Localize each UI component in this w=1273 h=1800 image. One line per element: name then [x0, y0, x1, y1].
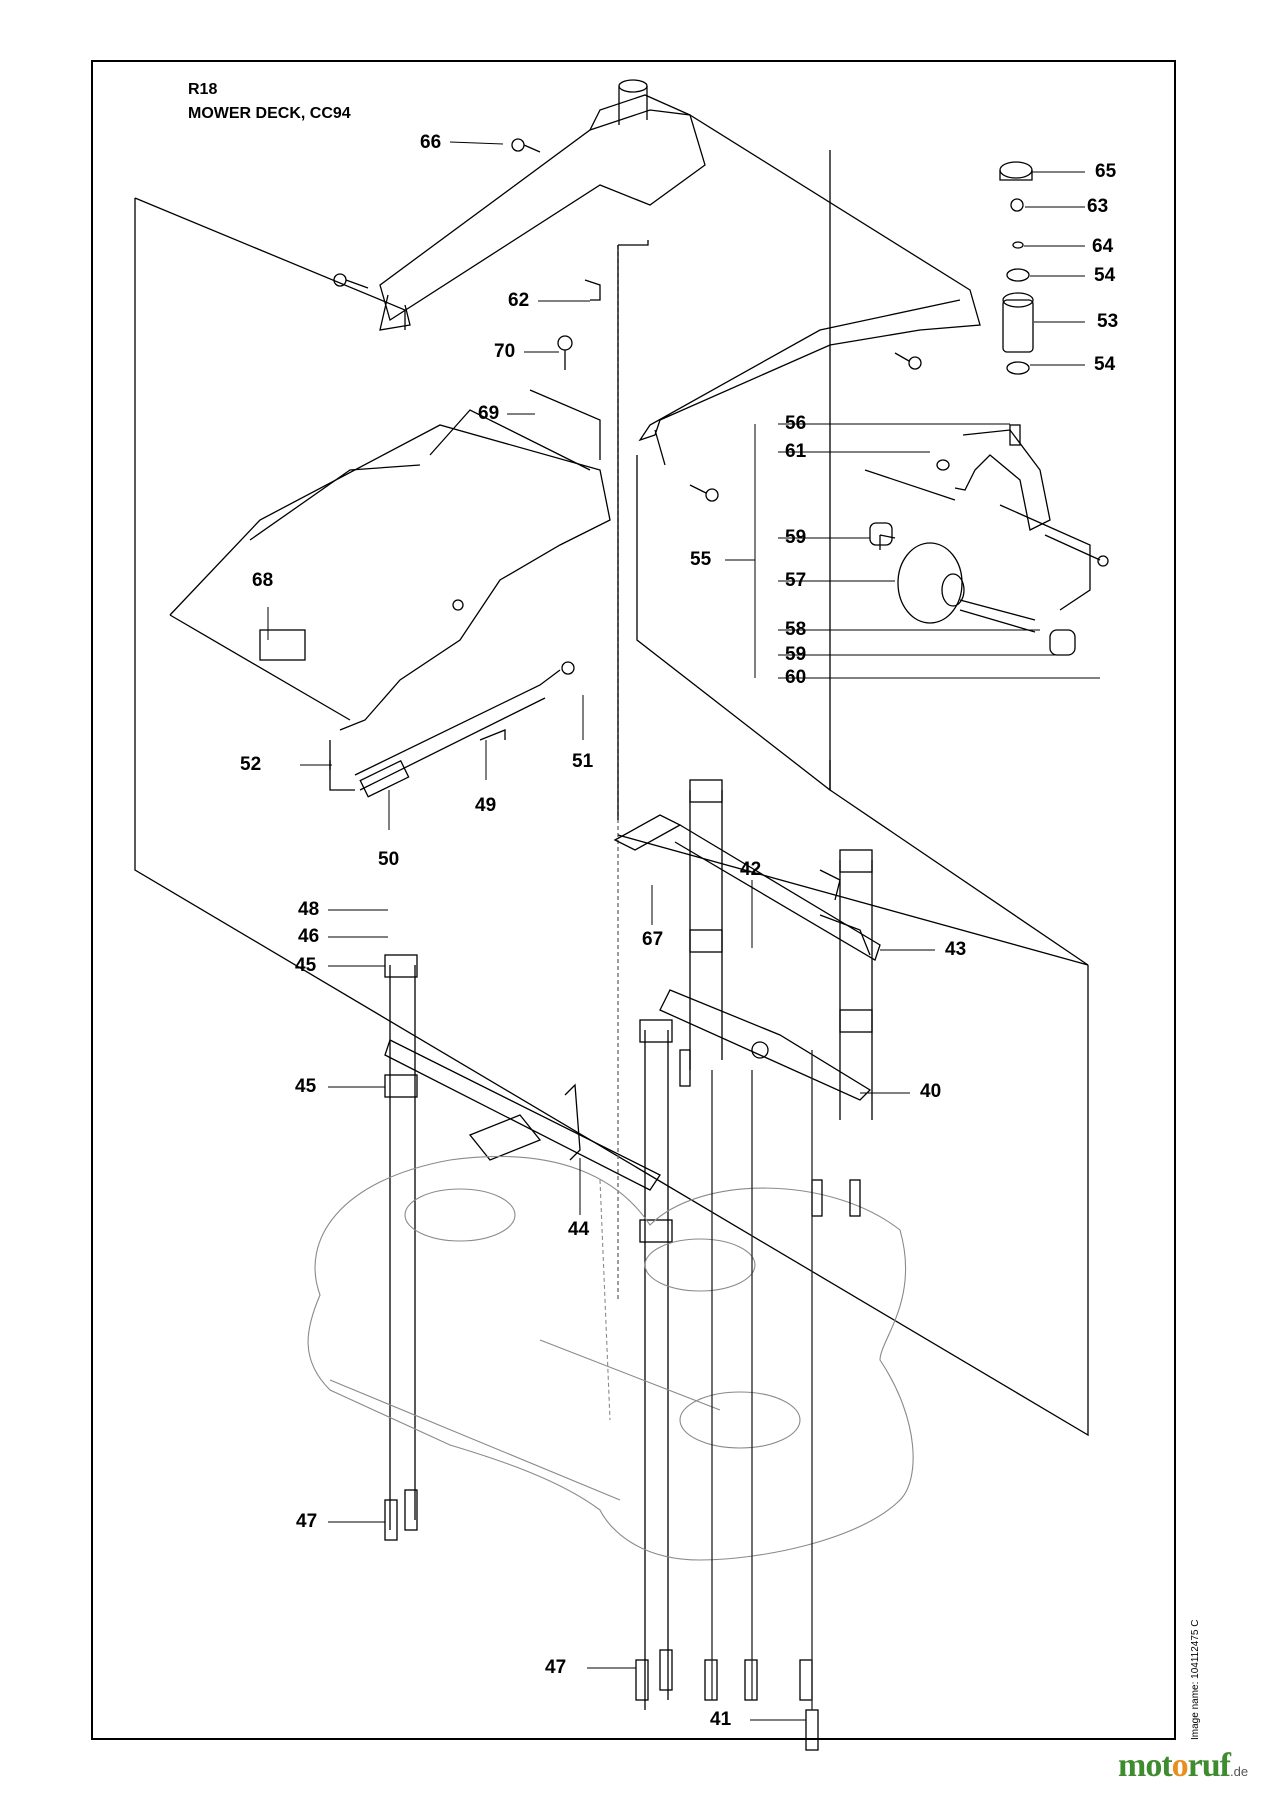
- hardware-parts: [333, 138, 1034, 502]
- brand-o: o: [1171, 1747, 1189, 1784]
- part-label-61: 61: [785, 441, 807, 462]
- part-label-55: 55: [690, 549, 712, 570]
- part-label-44: 44: [568, 1219, 590, 1240]
- brand-suffix: ruf: [1187, 1747, 1231, 1784]
- part-label-43: 43: [945, 939, 967, 960]
- part-label-66: 66: [420, 132, 442, 153]
- brand-prefix: mot: [1118, 1747, 1173, 1784]
- lift-frame: [169, 389, 611, 731]
- part-label-57: 57: [785, 570, 807, 591]
- part-label-41: 41: [710, 1709, 732, 1730]
- part-label-46: 46: [298, 926, 320, 947]
- brand-tld: .de: [1229, 1764, 1249, 1779]
- part-label-60: 60: [785, 667, 807, 688]
- part-label-45: 45: [295, 955, 317, 976]
- caster-wheel-assembly: [864, 424, 1109, 656]
- part-label-59b: 59: [785, 644, 807, 665]
- part-label-59: 59: [785, 527, 807, 548]
- assembly-panel-outlines: [134, 150, 1089, 1437]
- bottom-bolts: [384, 1049, 861, 1751]
- part-label-54: 54: [1094, 265, 1116, 286]
- lift-rod-assembly: [329, 661, 575, 798]
- part-label-58: 58: [785, 619, 807, 640]
- part-label-50: 50: [378, 849, 400, 870]
- leader-lines: [267, 141, 1100, 1721]
- part-label-52: 52: [240, 754, 262, 775]
- diagram-frame: [91, 60, 1176, 1740]
- part-label-48: 48: [298, 899, 320, 920]
- part-label-64: 64: [1092, 236, 1114, 257]
- part-label-56: 56: [785, 413, 807, 434]
- part-label-45b: 45: [295, 1076, 317, 1097]
- section-code: R18: [188, 81, 218, 98]
- part-label-49: 49: [475, 795, 497, 816]
- part-label-65: 65: [1095, 161, 1117, 182]
- section-name: MOWER DECK, CC94: [188, 105, 351, 122]
- image-name-caption: Image name: 104112475 C: [1190, 1619, 1201, 1740]
- front-axle: [384, 954, 673, 1710]
- part-label-67: 67: [642, 929, 664, 950]
- part-label-70: 70: [494, 341, 516, 362]
- diagram-title: R18 MOWER DECK, CC94: [188, 78, 351, 126]
- part-label-53: 53: [1097, 311, 1119, 332]
- part-label-42: 42: [740, 859, 762, 880]
- part-label-68: 68: [252, 570, 274, 591]
- part-label-62: 62: [508, 290, 530, 311]
- mower-deck-shell: [307, 1156, 914, 1561]
- part-label-47: 47: [296, 1511, 318, 1532]
- deck-frame-bar: [379, 79, 981, 466]
- brand-logo: motoruf.de: [1118, 1747, 1248, 1785]
- part-label-54b: 54: [1094, 354, 1116, 375]
- part-label-40: 40: [920, 1081, 942, 1102]
- part-label-51: 51: [572, 751, 594, 772]
- part-label-47b: 47: [545, 1657, 567, 1678]
- cross-shaft-assembly: [613, 779, 881, 1120]
- part-label-69: 69: [478, 403, 500, 424]
- part-label-63: 63: [1087, 196, 1109, 217]
